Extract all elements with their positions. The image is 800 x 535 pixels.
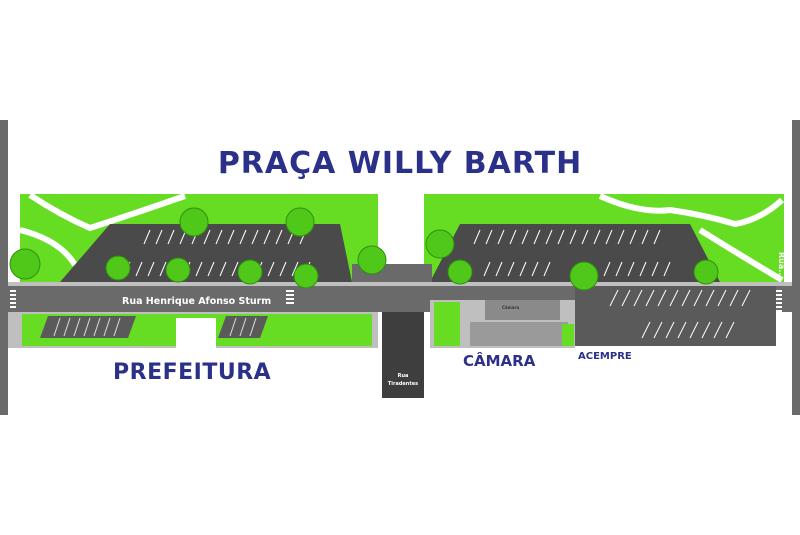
parking-stripes-lower-right (609, 289, 751, 339)
tree-icon (693, 259, 719, 285)
tree-icon (105, 255, 131, 281)
parking-lot-left (60, 224, 352, 282)
camara-building-label: Câmara (502, 305, 520, 310)
camara-lot (470, 322, 568, 346)
crosswalk-right (774, 290, 782, 328)
tree-icon (179, 207, 209, 237)
park-path-right-2 (698, 227, 784, 283)
street-label-henrique-afonso-sturm: Rua Henrique Afonso Sturm (122, 296, 272, 307)
trees (9, 207, 719, 291)
park-path-left-2 (19, 227, 78, 267)
tree-icon (447, 259, 473, 285)
prefeitura-label: PREFEITURA (113, 360, 272, 385)
crosswalk-mid (286, 290, 294, 304)
plaza-gap (380, 194, 422, 266)
park-path-right (598, 193, 785, 228)
prefeitura-parking-1 (40, 316, 136, 338)
camara-building (485, 300, 560, 320)
tree-icon (357, 245, 387, 275)
tree-icon (9, 248, 41, 280)
parking-stripes-right (473, 229, 671, 277)
right-side-road (792, 120, 800, 415)
left-side-road (0, 120, 8, 415)
street-label-right: Rua... (777, 252, 786, 279)
tree-icon (285, 207, 315, 237)
tree-icon (569, 261, 599, 291)
street-label-tiradentes-line1: Rua (397, 373, 409, 379)
rua-tiradentes (382, 312, 424, 398)
sidewalk-top (8, 282, 792, 286)
camara-grass (434, 302, 460, 346)
street-label-tiradentes-line2: Tiradentes (387, 381, 419, 387)
camara-grass-2 (562, 324, 574, 346)
parking-lot-lower-right (575, 286, 776, 346)
tree-icon (165, 257, 191, 283)
crosswalk-left (10, 290, 16, 308)
tree-icon (237, 259, 263, 285)
camara-label: CÂMARA (463, 352, 536, 370)
acempre-label: ACEMPRE (578, 351, 632, 362)
park-path-left (28, 192, 186, 232)
parking-lot-right (430, 224, 720, 282)
prefeitura-stripes (53, 317, 257, 337)
plaza-title: PRAÇA WILLY BARTH (217, 146, 583, 181)
tree-icon (293, 263, 319, 289)
tree-icon (425, 229, 455, 259)
prefeitura-gap (176, 318, 216, 348)
